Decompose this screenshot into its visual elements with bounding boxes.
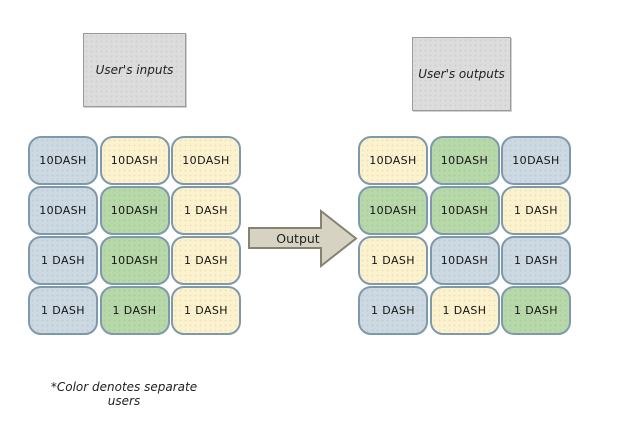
coin-cell-yellow: 1 DASH xyxy=(429,286,500,335)
coin-cell-green: 10DASH xyxy=(358,186,428,235)
coin-cell-blue: 1 DASH xyxy=(28,286,98,335)
coin-cell-yellow: 10DASH xyxy=(99,136,170,185)
coin-cell-blue: 10DASH xyxy=(501,136,571,185)
coin-cell-green: 10DASH xyxy=(429,186,500,235)
coin-cell-green: 10DASH xyxy=(429,136,500,185)
coin-cell-blue: 10DASH xyxy=(28,136,98,185)
coin-cell-yellow: 1 DASH xyxy=(171,286,241,335)
coin-cell-green: 1 DASH xyxy=(501,286,571,335)
coin-cell-yellow: 1 DASH xyxy=(171,186,241,235)
users-outputs-label: User's outputs xyxy=(418,67,505,81)
coin-cell-green: 10DASH xyxy=(99,186,170,235)
color-legend-footnote: *Color denotes separate users xyxy=(50,380,198,408)
right-arrow-shape xyxy=(248,208,358,269)
coin-cell-yellow: 1 DASH xyxy=(171,236,241,285)
coin-cell-blue: 1 DASH xyxy=(501,236,571,285)
coin-cell-blue: 1 DASH xyxy=(358,286,428,335)
coin-cell-yellow: 10DASH xyxy=(358,136,428,185)
coin-cell-yellow: 10DASH xyxy=(171,136,241,185)
coin-cell-green: 10DASH xyxy=(99,236,170,285)
coin-cell-blue: 1 DASH xyxy=(28,236,98,285)
coin-cell-blue: 10DASH xyxy=(429,236,500,285)
coin-cell-yellow: 1 DASH xyxy=(501,186,571,235)
users-inputs-box: User's inputs xyxy=(83,33,186,107)
users-outputs-box: User's outputs xyxy=(412,37,511,111)
coin-cell-blue: 10DASH xyxy=(28,186,98,235)
output-arrow: Output xyxy=(248,208,358,269)
users-inputs-label: User's inputs xyxy=(95,63,174,77)
coin-cell-yellow: 1 DASH xyxy=(358,236,428,285)
coin-cell-green: 1 DASH xyxy=(99,286,170,335)
output-arrow-label: Output xyxy=(276,231,320,246)
